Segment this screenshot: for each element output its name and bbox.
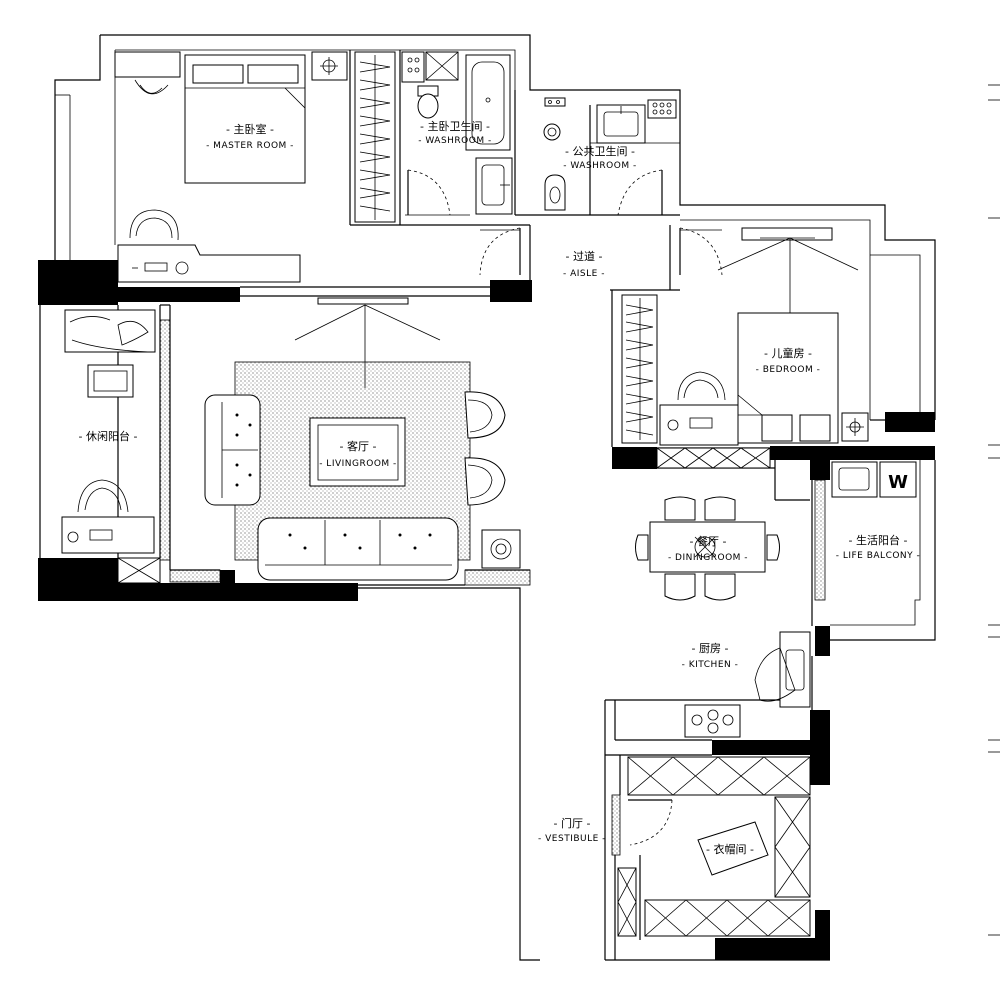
vestibule-label-cn: - 门厅 - bbox=[554, 816, 591, 830]
kitchen-label-en: - KITCHEN - bbox=[682, 660, 739, 670]
living-room-furniture bbox=[204, 297, 521, 581]
public-bath-label-cn: - 公共卫生间 - bbox=[565, 144, 635, 158]
master-room-label-cn: - 主卧室 - bbox=[226, 122, 274, 136]
living-room-label-cn: - 客厅 - bbox=[340, 439, 377, 453]
master-room-furniture bbox=[114, 51, 348, 283]
room-labels: - 主卧室 - - MASTER ROOM - - 主卧卫生间 - - WASH… bbox=[79, 119, 921, 856]
aisle-label-en: - AISLE - bbox=[563, 269, 605, 279]
master-bath-fixtures bbox=[401, 51, 513, 216]
structural-walls bbox=[38, 260, 935, 960]
living-room-label-en: - LIVINGROOM - bbox=[319, 459, 397, 469]
washing-machine-label: W bbox=[888, 472, 908, 493]
dining-room-label-cn: - 餐厅 - bbox=[690, 534, 727, 548]
master-room-label-en: - MASTER ROOM - bbox=[206, 141, 294, 151]
life-balcony-label-cn: - 生活阳台 - bbox=[849, 533, 908, 547]
master-wardrobe bbox=[354, 51, 396, 223]
cloakroom-fixtures bbox=[617, 756, 811, 937]
public-bath-fixtures bbox=[543, 97, 680, 216]
master-bath-label-cn: - 主卧卫生间 - bbox=[420, 119, 490, 133]
bedroom-label-en: - BEDROOM - bbox=[756, 365, 821, 375]
public-bath-label-en: - WASHROOM - bbox=[563, 161, 636, 171]
dining-room-label-en: - DININGROOM - bbox=[668, 553, 748, 563]
kitchen-fixtures bbox=[684, 631, 811, 738]
vestibule-label-en: - VESTIBULE - bbox=[538, 834, 606, 844]
dining-room-furniture bbox=[635, 496, 780, 601]
dimension-ticks bbox=[988, 84, 1000, 936]
bedroom-label-cn: - 儿童房 - bbox=[764, 346, 812, 360]
leisure-balcony-furniture bbox=[61, 309, 161, 584]
life-balcony-label-en: - LIFE BALCONY - bbox=[836, 551, 921, 561]
cloakroom-label-cn: - 衣帽间 - bbox=[706, 842, 754, 856]
life-balcony-fixtures: W bbox=[831, 461, 917, 498]
kitchen-label-cn: - 厨房 - bbox=[692, 642, 729, 655]
aisle-label-cn: - 过道 - bbox=[566, 249, 603, 263]
leisure-balcony-label-cn: - 休闲阳台 - bbox=[79, 429, 138, 443]
aisle-doors bbox=[479, 227, 723, 276]
master-bath-label-en: - WASHROOM - bbox=[418, 136, 491, 146]
bedroom-furniture bbox=[621, 227, 869, 469]
